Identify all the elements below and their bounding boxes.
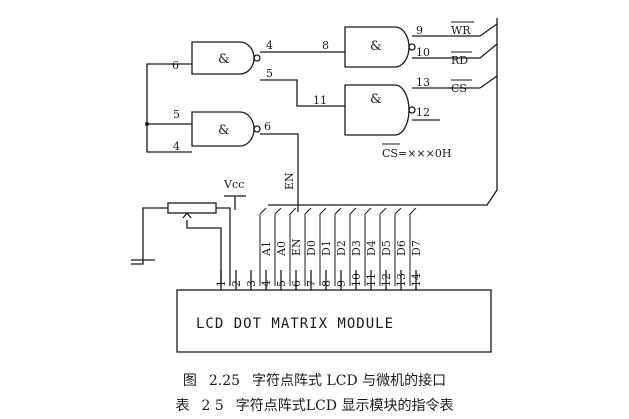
pin-number: 4 (260, 280, 273, 287)
pin-name: EN (290, 238, 303, 256)
pin-number: 6 (290, 280, 303, 287)
lcd-module: LCD DOT MATRIX MODULE (176, 289, 492, 353)
en-label: EN (283, 172, 296, 190)
pin-label: 13 (416, 76, 430, 89)
logic-wiring (145, 18, 498, 212)
vcc-label: Vcc (223, 178, 244, 191)
wr-label: WR (451, 24, 471, 37)
cs-equation: CS=×××0H (382, 147, 451, 160)
pin-number: 14 (410, 273, 423, 287)
pin-wire (409, 207, 417, 286)
pin-wire (289, 207, 297, 286)
table-prefix: 表 (175, 398, 190, 414)
pin-number: 1 (215, 280, 228, 287)
table-caption: 表 2 5 字符点阵式LCD 显示模块的指令表 (0, 395, 629, 415)
nand-gate-left-bottom: & (191, 111, 261, 147)
pin-number: 2 (230, 280, 243, 287)
pin-wire (304, 207, 312, 286)
nand-gate-right-top: & (344, 26, 416, 68)
pin-name: D7 (410, 240, 423, 256)
signal-labels: WR RD CS CS=×××0H (382, 21, 474, 160)
figure-title: 字符点阵式 LCD 与微机的接口 (252, 373, 447, 389)
figure-prefix: 图 (182, 373, 197, 389)
pin-name: D4 (365, 240, 378, 256)
pin-wire (274, 207, 282, 286)
pin-label: 9 (416, 24, 423, 37)
gate-pin-labels: 6 4 5 5 4 6 8 9 10 11 13 12 (172, 24, 430, 153)
cs-label: CS (451, 82, 467, 95)
pin-label: 12 (416, 106, 430, 119)
table-title: 字符点阵式LCD 显示模块的指令表 (235, 398, 454, 414)
pin-wire (394, 207, 402, 286)
pin-label: 11 (313, 94, 327, 107)
gate-symbol: & (370, 92, 382, 107)
pin-label: 4 (266, 39, 273, 52)
figure-caption: 图 2.25 字符点阵式 LCD 与微机的接口 (0, 370, 629, 390)
pin-wire (379, 207, 387, 286)
pin-name: D2 (335, 240, 348, 256)
module-label: LCD DOT MATRIX MODULE (196, 316, 394, 332)
pin-number: 11 (365, 273, 378, 287)
pin-wire (319, 207, 327, 286)
pin-wire (364, 207, 372, 286)
pin-number: 10 (350, 273, 363, 287)
nand-gate-left-top: & (191, 41, 261, 75)
pin-number: 12 (380, 273, 393, 287)
rd-label: RD (451, 54, 468, 67)
pin-name: D3 (350, 240, 363, 256)
pin-number: 13 (395, 273, 408, 287)
pin-wire (259, 207, 267, 286)
gate-symbol: & (218, 52, 230, 67)
pin-label: 8 (322, 39, 329, 52)
pin-name: A1 (260, 241, 273, 257)
pin-number: 9 (335, 280, 348, 287)
pin-name: D6 (395, 240, 408, 256)
pin-label: 10 (416, 46, 430, 59)
gate-symbol: & (370, 39, 382, 54)
pin-label: 6 (264, 120, 271, 133)
pin-name: D5 (380, 240, 393, 256)
table-number: 2 5 (201, 398, 224, 414)
pin-number: 3 (245, 280, 258, 287)
pin-label: 5 (173, 108, 180, 121)
gate-symbol: & (218, 123, 230, 138)
pin-number: 8 (320, 280, 333, 287)
pin-name: D0 (305, 240, 318, 256)
vcc-potentiometer: Vcc (131, 178, 246, 286)
pin-number: 7 (305, 280, 318, 287)
pin-label: 5 (266, 67, 273, 80)
pin-name: D1 (320, 240, 333, 256)
nand-gate-right-bottom: & (344, 84, 416, 136)
pin-name: A0 (275, 241, 288, 257)
pin-label: 6 (172, 59, 179, 72)
pin-wire (334, 207, 342, 286)
pin-label: 4 (173, 140, 180, 153)
pin-number: 5 (275, 280, 288, 287)
figure-number: 2.25 (208, 373, 241, 389)
pin-wire (349, 207, 357, 286)
